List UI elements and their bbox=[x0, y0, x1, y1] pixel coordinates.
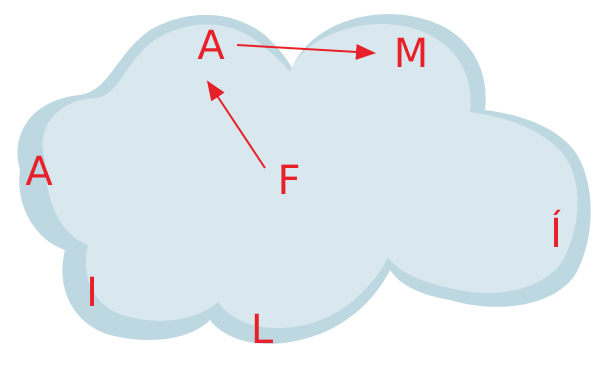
letter-l: L bbox=[250, 307, 274, 353]
arrow-f-to-a bbox=[206, 80, 266, 169]
letter-i: I bbox=[86, 270, 98, 316]
letter-m: M bbox=[393, 31, 429, 77]
letter-left-a: A bbox=[25, 149, 53, 195]
letter-f: F bbox=[277, 158, 301, 204]
arrow-a-to-m bbox=[236, 43, 376, 60]
letter-top-a: A bbox=[197, 23, 225, 69]
letter-i-acute: Í bbox=[550, 211, 562, 257]
cloud-body bbox=[42, 24, 578, 329]
